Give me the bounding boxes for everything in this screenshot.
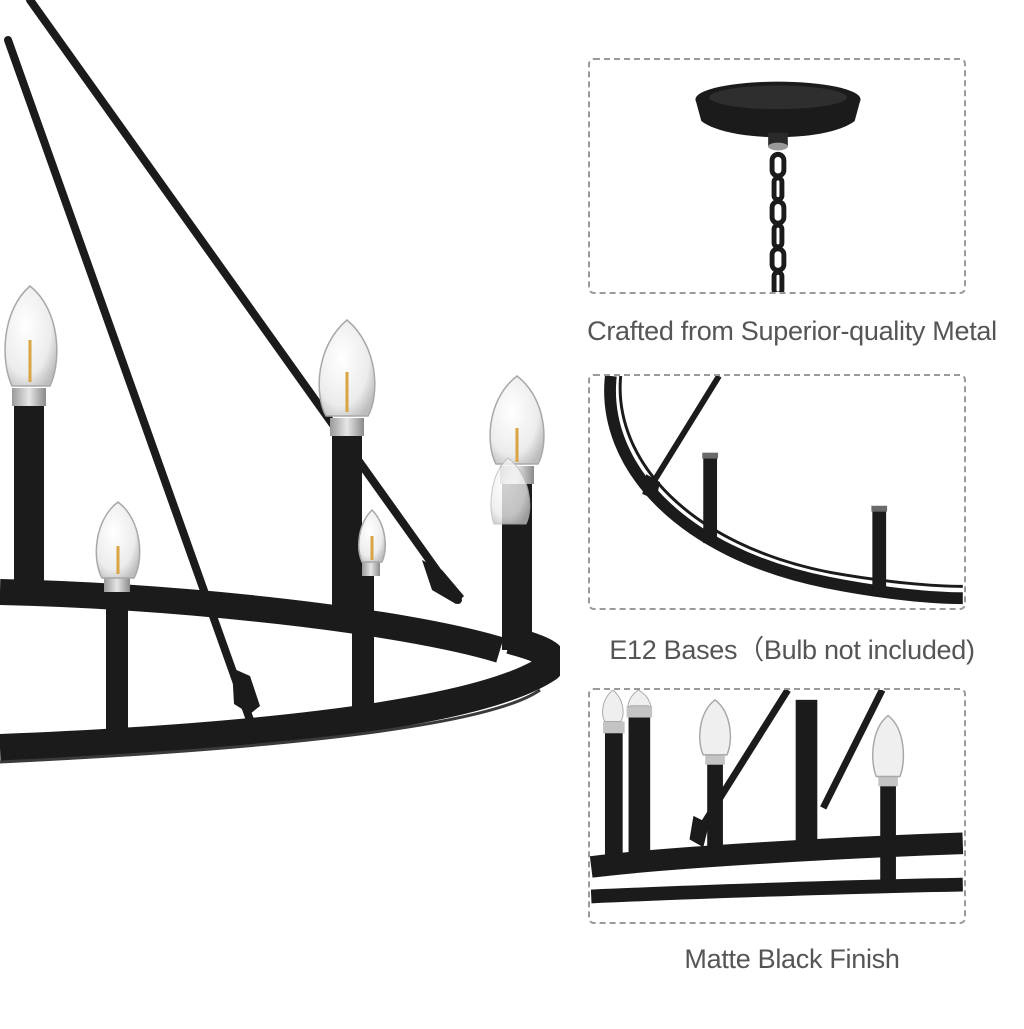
- matte-finish-icon: [590, 690, 964, 904]
- ring-frame-icon: [604, 376, 963, 605]
- matte-finish-caption: Matte Black Finish: [684, 944, 900, 974]
- ceiling-canopy-icon: [695, 81, 861, 292]
- bases-detail-panel: [588, 374, 966, 610]
- canopy-detail-panel: [588, 58, 966, 294]
- chandelier-icon: [0, 0, 567, 764]
- finish-detail-panel: [588, 688, 966, 924]
- e12-bases-caption: E12 Bases（Bulb not included): [609, 635, 975, 665]
- chandelier-hero-image: [0, 0, 567, 764]
- metal-quality-caption: Crafted from Superior-quality Metal: [587, 316, 997, 346]
